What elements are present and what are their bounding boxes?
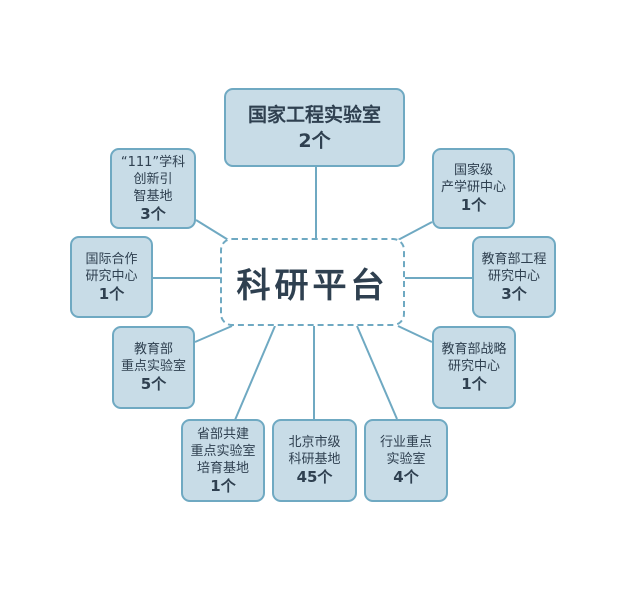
node-provincial-key-lab-base: 省部共建 重点实验室 培育基地 1个 <box>181 419 265 502</box>
node-label: 研究中心 <box>487 268 540 284</box>
node-label: 省部共建 <box>196 426 249 442</box>
node-count: 3个 <box>140 204 166 223</box>
node-label: 研究中心 <box>85 268 138 284</box>
node-label: 产学研中心 <box>440 180 506 195</box>
node-label: 实验室 <box>386 452 426 467</box>
node-label: 教育部战略 <box>441 342 507 357</box>
node-label: 北京市级 <box>288 435 341 450</box>
node-count: 45个 <box>296 468 333 486</box>
node-label: 研究中心 <box>447 359 500 374</box>
node-industry-key-lab: 行业重点 实验室 4个 <box>364 419 448 502</box>
node-label: “111”学科 <box>120 154 186 170</box>
node-label: 智基地 <box>133 188 173 204</box>
node-count: 3个 <box>501 284 527 303</box>
connector <box>356 325 398 420</box>
node-national-industry-research-center: 国家级 产学研中心 1个 <box>432 148 515 229</box>
node-label: 创新引 <box>133 171 173 187</box>
node-label: 教育部工程 <box>481 251 547 267</box>
node-label: 国际合作 <box>85 251 138 267</box>
node-label: 重点实验室 <box>190 443 256 459</box>
node-count: 2个 <box>298 129 331 152</box>
connector <box>194 325 233 343</box>
node-label: 教育部 <box>133 342 173 357</box>
node-international-cooperation-center: 国际合作 研究中心 1个 <box>70 236 153 318</box>
connector <box>234 325 276 421</box>
connector <box>195 219 231 242</box>
node-national-engineering-lab: 国家工程实验室 2个 <box>224 88 405 167</box>
node-count: 4个 <box>393 468 419 486</box>
node-label: 行业重点 <box>379 435 432 450</box>
node-moe-strategy-center: 教育部战略 研究中心 1个 <box>432 326 516 409</box>
node-label: 科研基地 <box>288 452 341 467</box>
node-label: 培育基地 <box>196 460 249 476</box>
center-node: 科研平台 <box>220 238 405 326</box>
node-moe-key-lab: 教育部 重点实验室 5个 <box>112 326 195 409</box>
node-count: 1个 <box>461 375 487 393</box>
node-moe-engineering-center: 教育部工程 研究中心 3个 <box>472 236 556 318</box>
node-111-base: “111”学科 创新引 智基地 3个 <box>110 148 196 229</box>
node-label: 国家级 <box>453 163 493 178</box>
connector <box>397 325 433 343</box>
node-count: 1个 <box>98 284 125 303</box>
node-beijing-research-base: 北京市级 科研基地 45个 <box>272 419 357 502</box>
node-count: 1个 <box>460 196 487 214</box>
connector <box>397 221 433 241</box>
node-label: 国家工程实验室 <box>247 103 381 126</box>
node-label: 重点实验室 <box>120 359 186 374</box>
node-count: 1个 <box>210 476 236 495</box>
node-count: 5个 <box>140 375 167 393</box>
